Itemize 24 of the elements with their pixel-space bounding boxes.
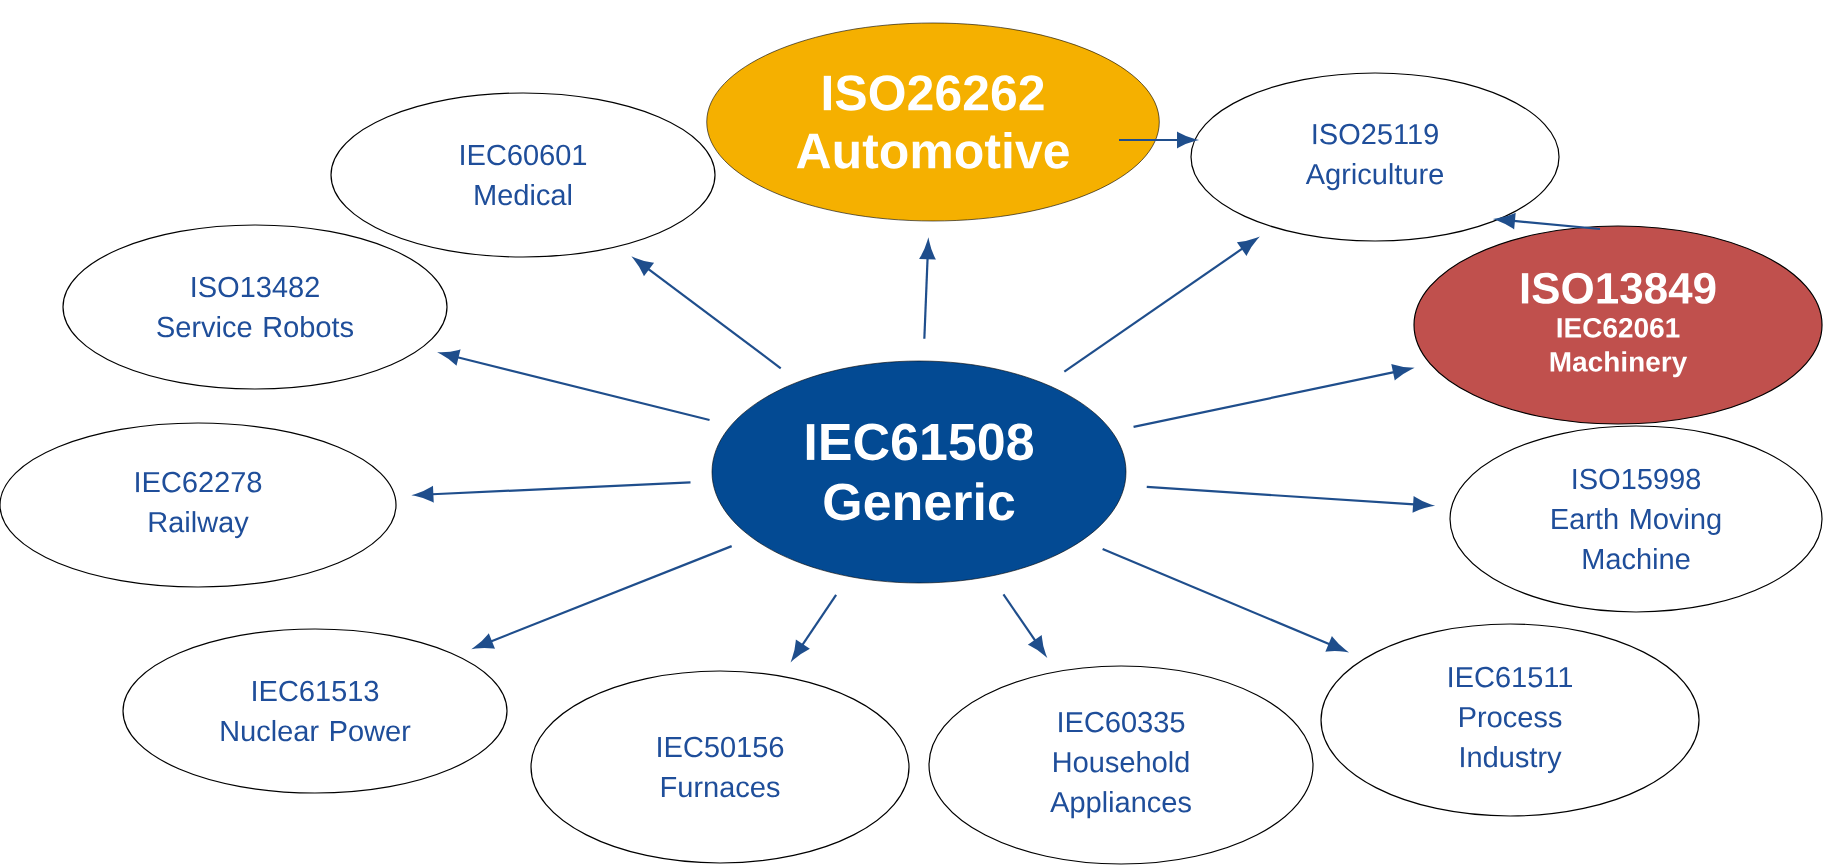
oval: ISO26262 Automotive bbox=[706, 22, 1160, 222]
arrow bbox=[1102, 548, 1346, 652]
oval: ISO13849 IEC62061 Machinery bbox=[1413, 225, 1823, 425]
oval: IEC60335 Household Appliances bbox=[928, 665, 1314, 865]
arrow bbox=[1119, 132, 1196, 148]
arrow bbox=[919, 240, 936, 339]
oval: IEC50156 Furnaces bbox=[530, 670, 910, 864]
arrow bbox=[633, 257, 782, 370]
oval: ISO15998 Earth Moving Machine bbox=[1449, 425, 1823, 613]
oval: IEC61511 Process Industry bbox=[1320, 623, 1700, 817]
oval: ISO13482 Service Robots bbox=[62, 224, 448, 390]
central-oval: IEC61508 Generic bbox=[711, 360, 1127, 584]
arrow bbox=[414, 481, 691, 502]
arrow bbox=[1063, 238, 1258, 373]
arrow bbox=[1002, 593, 1046, 656]
arrow bbox=[791, 594, 838, 660]
oval: IEC60601 Medical bbox=[330, 92, 716, 258]
arrow bbox=[1146, 485, 1432, 513]
arrow bbox=[1133, 364, 1412, 428]
arrow bbox=[440, 349, 710, 421]
oval: IEC61513 Nuclear Power bbox=[122, 628, 508, 794]
arrow bbox=[474, 545, 733, 649]
oval: ISO25119 Agriculture bbox=[1190, 72, 1560, 242]
arrow bbox=[1496, 213, 1601, 231]
